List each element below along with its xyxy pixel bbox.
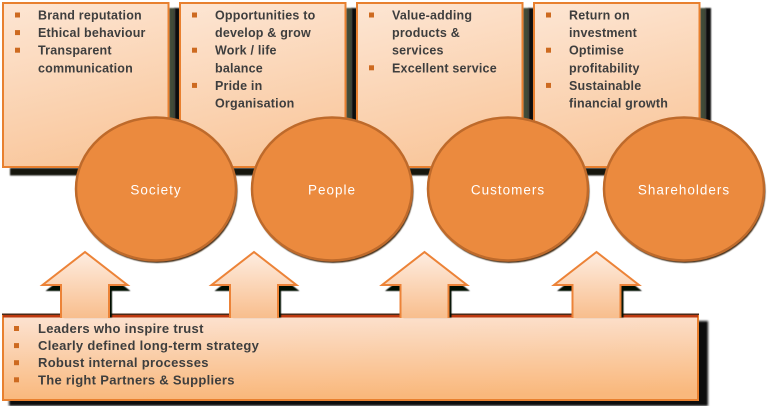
svg-text:Leaders who inspire trust: Leaders who inspire trust	[38, 321, 204, 336]
svg-text:financial growth: financial growth	[569, 97, 668, 111]
svg-text:Brand reputation: Brand reputation	[38, 9, 142, 23]
svg-text:The right Partners & Suppliers: The right Partners & Suppliers	[38, 372, 235, 387]
svg-text:Return on: Return on	[569, 9, 630, 23]
svg-text:Pride in: Pride in	[215, 79, 262, 93]
svg-text:products &: products &	[392, 26, 460, 40]
svg-text:Clearly defined long-term stra: Clearly defined long-term strategy	[38, 338, 260, 353]
svg-text:balance: balance	[215, 61, 263, 75]
svg-text:Shareholders: Shareholders	[638, 183, 730, 198]
svg-text:Excellent service: Excellent service	[392, 61, 497, 75]
svg-text:Value-adding: Value-adding	[392, 9, 472, 23]
svg-text:Sustainable: Sustainable	[569, 79, 641, 93]
svg-text:services: services	[392, 44, 444, 58]
svg-text:Work / life: Work / life	[215, 44, 277, 58]
svg-text:Organisation: Organisation	[215, 97, 295, 111]
svg-text:Ethical behaviour: Ethical behaviour	[38, 26, 146, 40]
svg-text:Transparent: Transparent	[38, 44, 112, 58]
svg-text:Society: Society	[130, 183, 181, 198]
svg-text:profitability: profitability	[569, 61, 640, 75]
svg-text:Customers: Customers	[471, 183, 545, 198]
svg-text:communication: communication	[38, 61, 133, 75]
svg-text:People: People	[308, 183, 356, 198]
svg-text:Robust internal processes: Robust internal processes	[38, 355, 209, 370]
svg-text:Opportunities to: Opportunities to	[215, 9, 316, 23]
svg-text:investment: investment	[569, 26, 638, 40]
svg-text:Optimise: Optimise	[569, 44, 624, 58]
svg-text:develop & grow: develop & grow	[215, 26, 311, 40]
